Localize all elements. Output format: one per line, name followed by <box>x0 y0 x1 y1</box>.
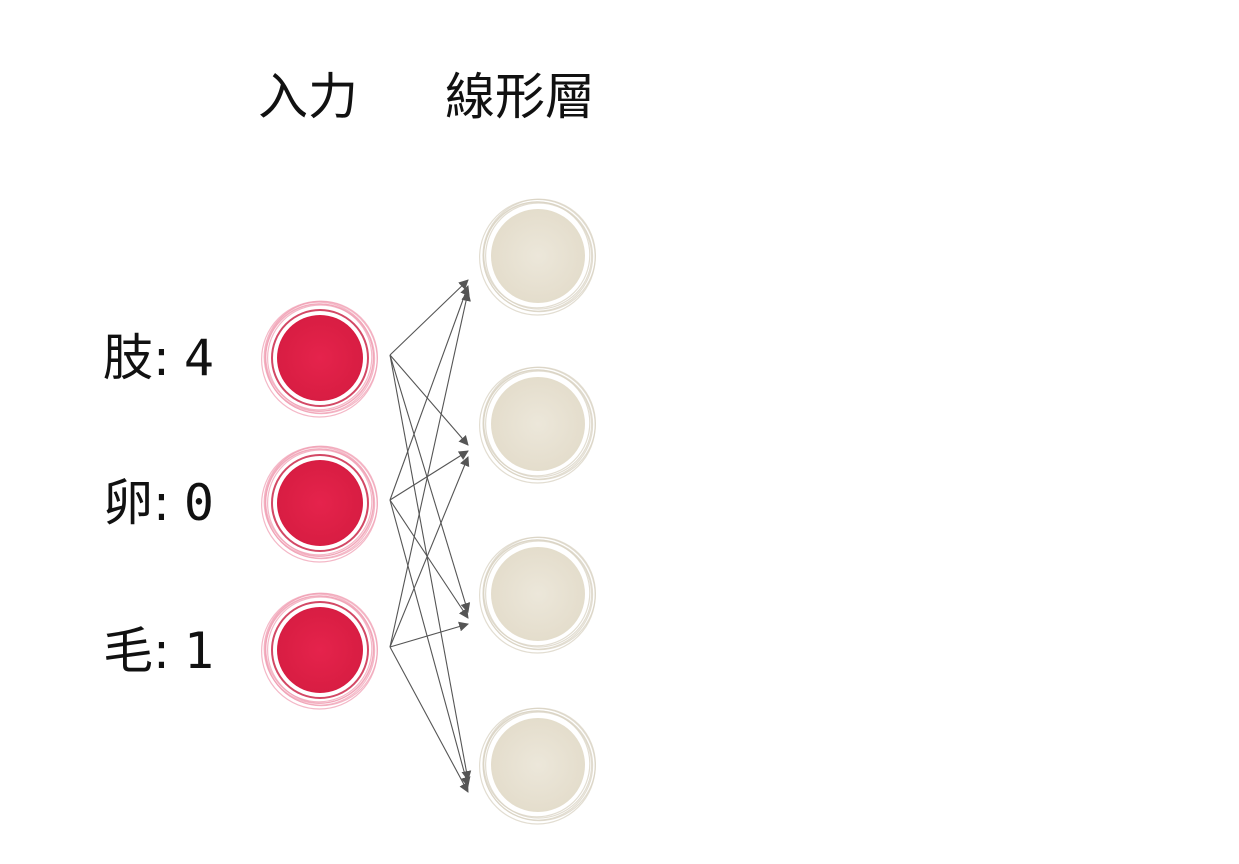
linear-node-3 <box>479 707 597 825</box>
input-node-ring <box>263 446 374 557</box>
input-node-ring <box>263 301 374 412</box>
input-label-eggs: 卵:0 <box>103 478 214 528</box>
edge-input-1-to-linear-2 <box>389 499 469 619</box>
linear-node-1 <box>479 366 597 484</box>
input-node-outline <box>271 309 369 407</box>
input-name: 肢 <box>103 329 153 387</box>
linear-node-ring <box>479 366 596 484</box>
input-node-outline <box>271 601 369 699</box>
edge-input-0-to-linear-0 <box>389 279 469 356</box>
input-node-ring <box>261 445 378 563</box>
input-label-limbs: 肢:4 <box>103 333 214 383</box>
input-node-ring <box>261 592 378 710</box>
input-value: 0 <box>183 474 214 532</box>
input-node-ring <box>261 300 378 418</box>
linear-node-ring <box>479 198 596 316</box>
edge-input-1-to-linear-1 <box>389 450 469 501</box>
linear-node-fill <box>491 718 585 812</box>
edge-input-0-to-linear-2 <box>389 354 471 613</box>
input-node-outline <box>271 454 369 552</box>
linear-node-ring <box>484 540 593 648</box>
label-separator: : <box>153 329 170 387</box>
linear-layer-title: 線形層 <box>445 68 595 126</box>
edge-input-2-to-linear-3 <box>389 646 469 793</box>
edge-input-1-to-linear-3 <box>389 499 471 787</box>
linear-node-fill <box>491 209 585 303</box>
linear-node-ring <box>484 711 593 819</box>
linear-nodes <box>479 198 597 825</box>
linear-node-2 <box>479 536 597 654</box>
input-layer-title: 入力 <box>258 68 358 126</box>
input-name: 卵 <box>103 474 153 532</box>
linear-node-ring <box>484 370 593 478</box>
linear-node-fill <box>491 377 585 471</box>
input-value: 4 <box>183 329 214 387</box>
input-name: 毛 <box>103 622 153 680</box>
linear-node-ring <box>479 707 596 825</box>
input-node-1 <box>261 445 379 563</box>
edge-input-0-to-linear-1 <box>389 354 469 446</box>
input-node-fill <box>277 315 363 401</box>
input-node-fill <box>277 607 363 693</box>
input-node-fill <box>277 460 363 546</box>
edge-input-2-to-linear-2 <box>389 621 469 648</box>
linear-node-ring <box>484 202 593 310</box>
linear-node-ring <box>479 536 596 654</box>
edge-input-1-to-linear-0 <box>389 285 470 501</box>
linear-node-fill <box>491 547 585 641</box>
edge-input-2-to-linear-1 <box>389 456 470 648</box>
input-value: 1 <box>183 622 214 680</box>
connection-edges <box>389 279 472 793</box>
input-node-2 <box>261 592 379 710</box>
input-node-ring <box>263 593 374 705</box>
label-separator: : <box>153 622 170 680</box>
linear-node-0 <box>479 198 597 316</box>
label-separator: : <box>153 474 170 532</box>
input-node-0 <box>261 300 379 418</box>
edge-input-2-to-linear-0 <box>389 291 471 648</box>
input-nodes <box>261 300 379 710</box>
edge-input-0-to-linear-3 <box>389 354 472 781</box>
input-label-fur: 毛:1 <box>103 626 214 676</box>
